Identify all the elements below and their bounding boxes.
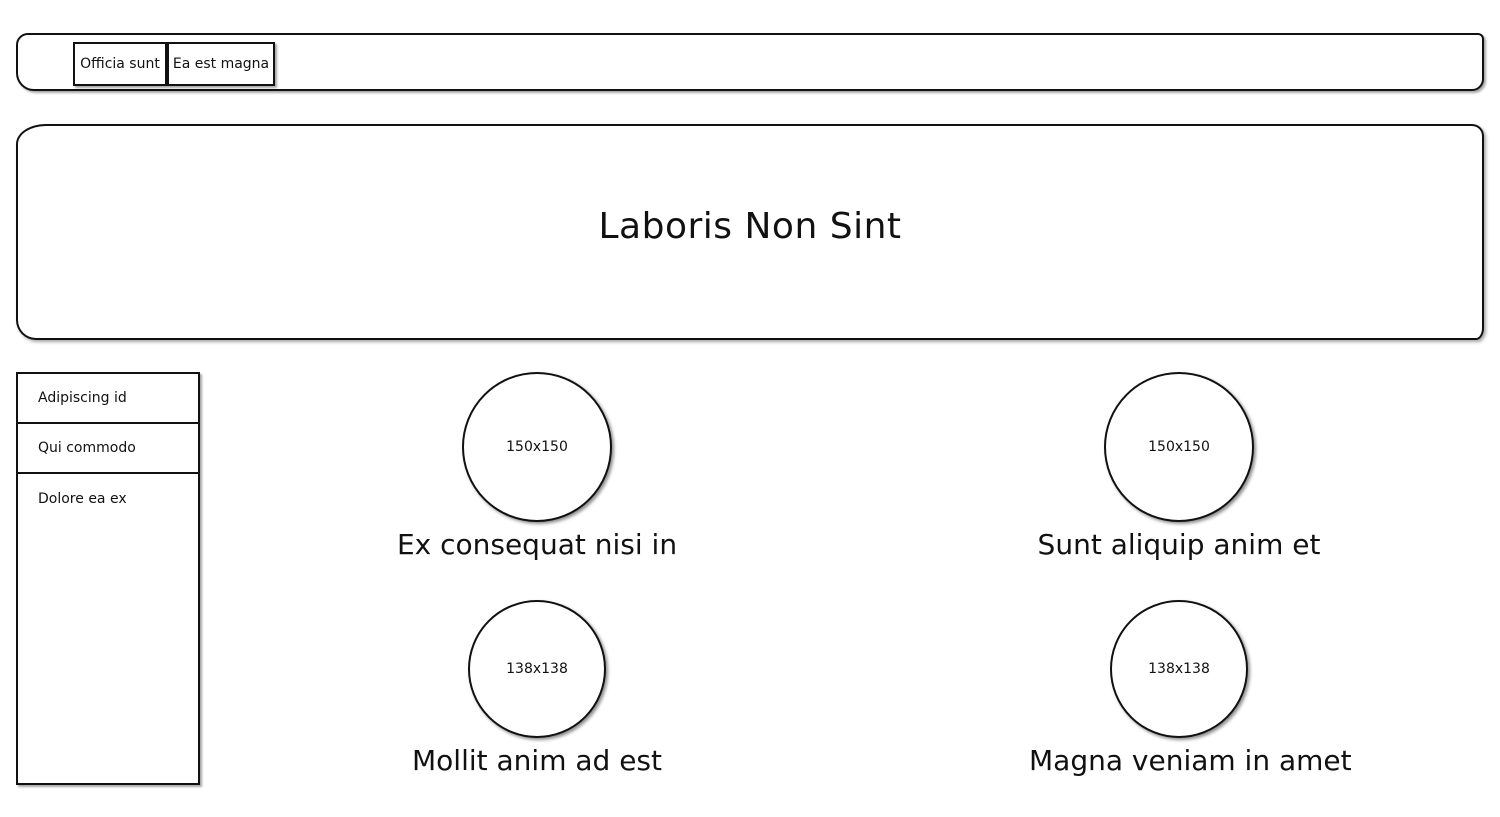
- hero-title: Laboris Non Sint: [598, 206, 902, 247]
- card-item: 138x138 Magna veniam in amet: [1029, 600, 1352, 777]
- card-item: 138x138 Mollit anim ad est: [387, 600, 687, 777]
- card-caption: Ex consequat nisi in: [396, 528, 678, 561]
- hero-banner: Laboris Non Sint: [16, 124, 1484, 340]
- card-caption: Mollit anim ad est: [412, 744, 662, 777]
- sidebar-menu: Adipiscing id Qui commodo Dolore ea ex: [16, 372, 200, 785]
- card-caption: Magna veniam in amet: [1029, 744, 1352, 777]
- sidebar-item-adipiscing-id[interactable]: Adipiscing id: [18, 374, 198, 424]
- image-placeholder: 138x138: [1110, 600, 1248, 738]
- nav-tab-ea-est-magna[interactable]: Ea est magna: [167, 42, 275, 86]
- card-caption: Sunt aliquip anim et: [1037, 528, 1321, 561]
- image-placeholder: 150x150: [462, 372, 612, 522]
- top-nav-bar: Officia sunt Ea est magna: [16, 33, 1484, 91]
- image-placeholder: 138x138: [468, 600, 606, 738]
- card-item: 150x150 Sunt aliquip anim et: [1029, 372, 1329, 561]
- sidebar-item-qui-commodo[interactable]: Qui commodo: [18, 424, 198, 474]
- image-placeholder: 150x150: [1104, 372, 1254, 522]
- card-item: 150x150 Ex consequat nisi in: [387, 372, 687, 561]
- nav-tab-officia-sunt[interactable]: Officia sunt: [73, 42, 167, 86]
- sidebar-item-dolore-ea-ex[interactable]: Dolore ea ex: [38, 491, 127, 507]
